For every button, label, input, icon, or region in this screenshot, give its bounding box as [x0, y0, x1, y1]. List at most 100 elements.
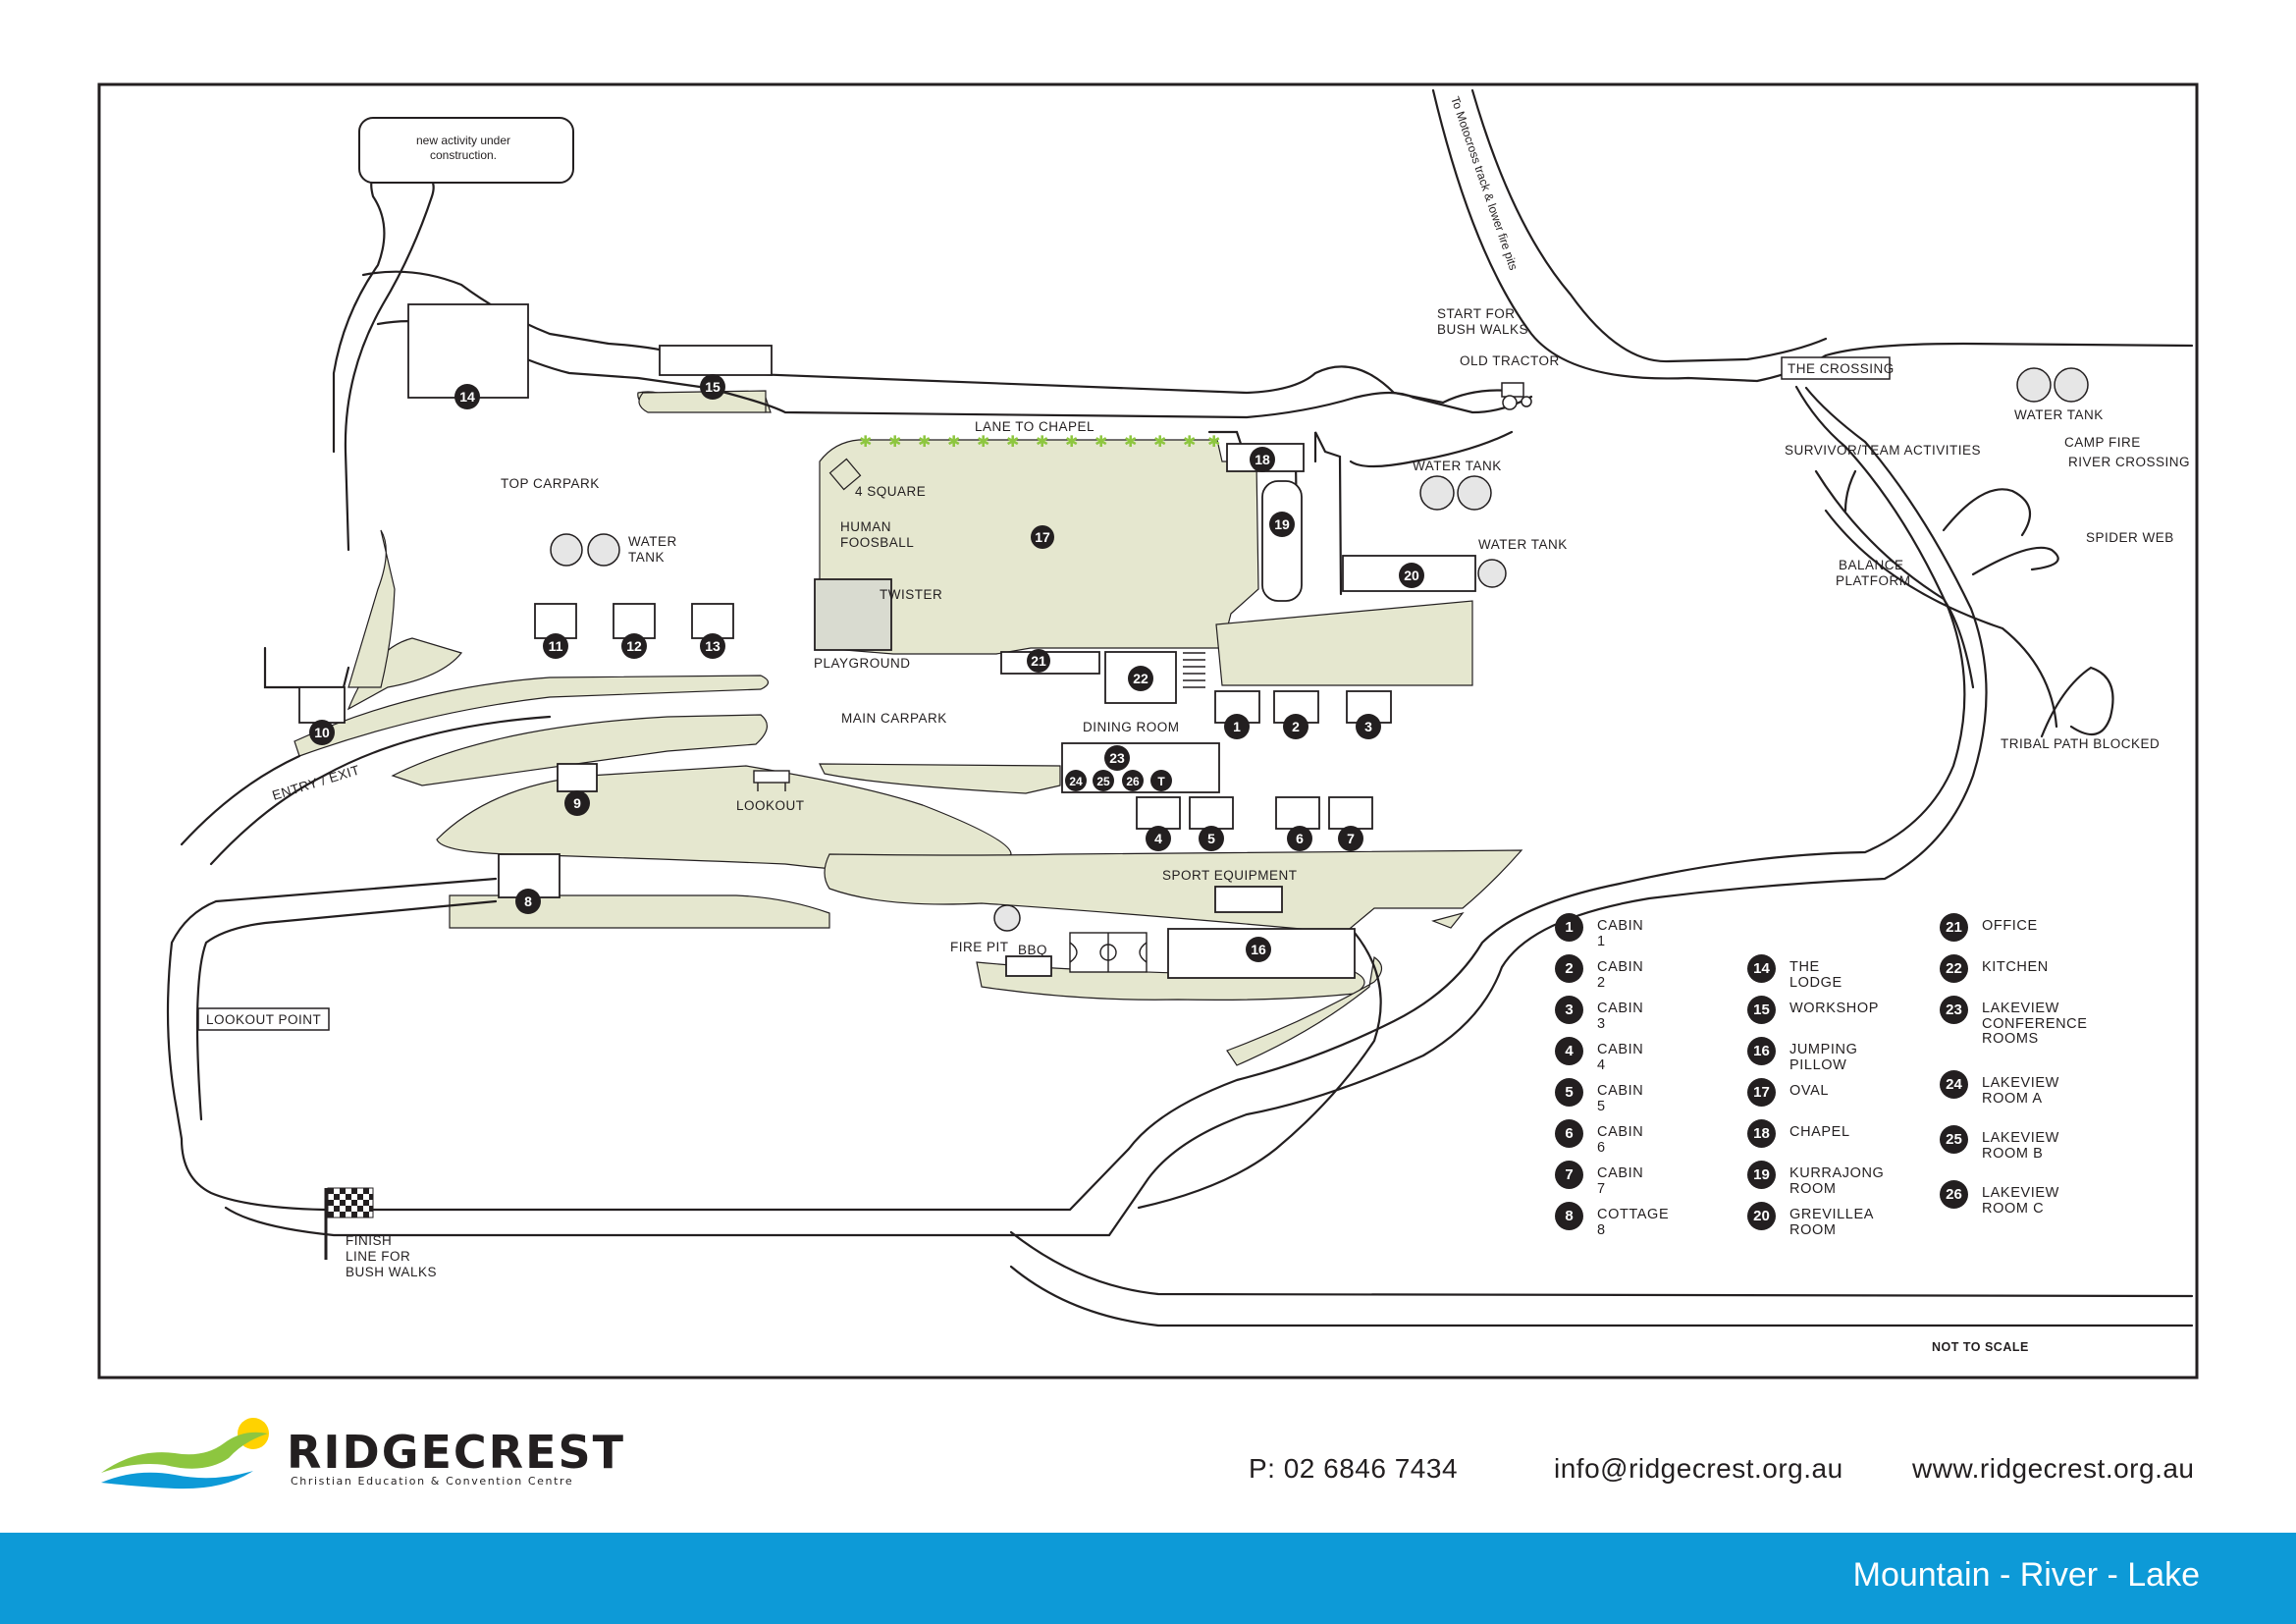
- building-15: [659, 345, 773, 376]
- marker-5: 5: [1199, 826, 1224, 851]
- label-fire-pit: FIRE PIT: [950, 940, 1009, 954]
- land-areas: [294, 390, 1523, 1066]
- tank-mid-1: [1419, 475, 1455, 511]
- label-old-tractor: OLD TRACTOR: [1460, 353, 1560, 368]
- label-water-tank-left-2: TANK: [628, 550, 665, 565]
- label-not-to-scale: NOT TO SCALE: [1932, 1340, 2029, 1354]
- entry-strip: [294, 675, 770, 757]
- svg-text:✱: ✱: [1153, 434, 1166, 451]
- svg-text:14: 14: [459, 389, 475, 405]
- svg-text:✱: ✱: [977, 434, 989, 451]
- svg-text:✱: ✱: [918, 434, 931, 451]
- marker-19: 19: [1269, 512, 1295, 537]
- construction-note-1: new activity under: [416, 134, 510, 147]
- svg-text:20: 20: [1404, 568, 1419, 583]
- building-7: [1328, 796, 1373, 830]
- cottage-strip: [449, 894, 830, 929]
- label-water-tank-mid: WATER TANK: [1413, 459, 1502, 473]
- svg-text:7: 7: [1347, 831, 1355, 846]
- svg-text:✱: ✱: [888, 434, 901, 451]
- water-tanks: [550, 367, 2089, 932]
- label-start-bush-walks-1: START FOR: [1437, 306, 1516, 321]
- marker-17: 17: [1031, 525, 1054, 549]
- svg-text:1: 1: [1233, 719, 1241, 734]
- email-address[interactable]: info@ridgecrest.org.au: [1554, 1453, 1843, 1484]
- label-finish-2: LINE FOR: [346, 1249, 410, 1264]
- fire-pit: [993, 904, 1021, 932]
- grass-slope-left2: [347, 529, 396, 688]
- strip-15: [638, 390, 767, 413]
- marker-16: 16: [1246, 937, 1271, 962]
- svg-text:6: 6: [1296, 831, 1304, 846]
- building-19: [1261, 480, 1303, 602]
- marker-6: 6: [1287, 826, 1312, 851]
- upper-strip: [391, 714, 768, 786]
- building-12: [613, 603, 656, 639]
- marker-23: 23: [1104, 745, 1130, 771]
- four-square-icon: [828, 458, 862, 491]
- markers: 14 15 17 18 19 20 21 22 23 24 25 26 T 1 …: [309, 374, 1424, 962]
- svg-text:18: 18: [1255, 452, 1270, 467]
- the-crossing-box: [1781, 356, 1891, 380]
- ridgecrest-logo-icon: [101, 1418, 269, 1489]
- label-bbq: BBQ: [1018, 943, 1047, 957]
- label-survivor: SURVIVOR/TEAM ACTIVITIES: [1785, 443, 1981, 458]
- svg-text:✱: ✱: [1065, 434, 1078, 451]
- svg-text:26: 26: [1126, 775, 1140, 788]
- label-spider-web: SPIDER WEB: [2086, 530, 2174, 545]
- svg-text:✱: ✱: [947, 434, 960, 451]
- cabins-strip: [1215, 600, 1473, 686]
- tank-right-1: [2016, 367, 2052, 403]
- svg-text:17: 17: [1035, 529, 1050, 545]
- sport-equipment-shed: [1214, 886, 1283, 913]
- building-10: [298, 686, 346, 724]
- label-the-crossing: THE CROSSING: [1788, 361, 1895, 376]
- svg-text:8: 8: [524, 893, 532, 909]
- marker-25: 25: [1093, 770, 1114, 791]
- building-14: [407, 303, 529, 399]
- tank-left-1: [550, 533, 583, 567]
- tank-20: [1477, 559, 1507, 588]
- svg-text:9: 9: [573, 795, 581, 811]
- label-finish-3: BUSH WALKS: [346, 1265, 437, 1279]
- label-playground: PLAYGROUND: [814, 656, 911, 671]
- label-main-carpark: MAIN CARPARK: [841, 711, 947, 726]
- marker-7: 7: [1338, 826, 1363, 851]
- marker-15: 15: [700, 374, 725, 400]
- svg-text:11: 11: [549, 638, 563, 654]
- label-start-bush-walks-2: BUSH WALKS: [1437, 322, 1528, 337]
- svg-text:12: 12: [626, 638, 642, 654]
- label-human-foosball-2: FOOSBALL: [840, 535, 914, 550]
- building-13: [691, 603, 734, 639]
- svg-text:16: 16: [1251, 942, 1266, 957]
- svg-text:✱: ✱: [1207, 434, 1220, 451]
- construction-box: [358, 117, 574, 184]
- svg-text:10: 10: [314, 725, 330, 740]
- svg-text:✱: ✱: [1095, 434, 1107, 451]
- hedge-stars: ✱✱✱ ✱✱✱ ✱✱✱ ✱✱✱ ✱: [859, 434, 1220, 451]
- website-link[interactable]: www.ridgecrest.org.au: [1912, 1453, 2195, 1484]
- sport-area: [824, 849, 1523, 934]
- svg-text:✱: ✱: [1183, 434, 1196, 451]
- svg-text:✱: ✱: [1124, 434, 1137, 451]
- brand-name: RIDGECREST: [287, 1426, 626, 1479]
- marker-21: 21: [1027, 649, 1050, 673]
- label-twister: TWISTER: [880, 587, 942, 602]
- basketball-court-icon: [1069, 932, 1148, 973]
- tractor-icon: [1501, 382, 1532, 410]
- phone-number: P: 02 6846 7434: [1249, 1453, 1459, 1484]
- marker-13: 13: [700, 633, 725, 659]
- label-camp-fire: CAMP FIRE: [2064, 435, 2141, 450]
- marker-20: 20: [1399, 563, 1424, 588]
- marker-2: 2: [1283, 714, 1308, 739]
- label-sport-equipment: SPORT EQUIPMENT: [1162, 868, 1298, 883]
- label-human-foosball-1: HUMAN: [840, 519, 891, 534]
